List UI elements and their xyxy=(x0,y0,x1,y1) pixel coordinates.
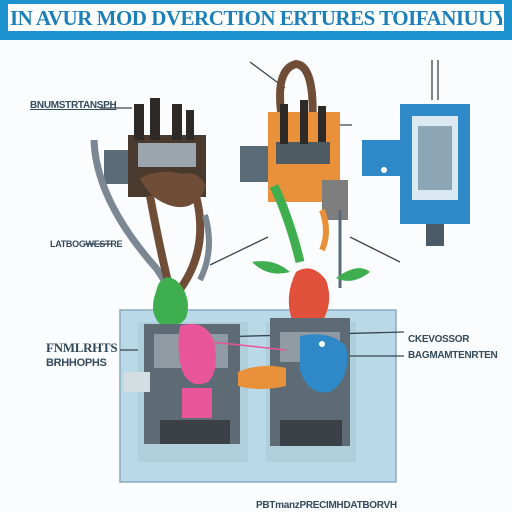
header-bar xyxy=(0,0,512,40)
relay-block-right-icon xyxy=(238,318,350,446)
title-strip xyxy=(8,4,504,31)
label-right-b: BAGMAMTENRTEN xyxy=(408,350,498,361)
center-valve-assembly-icon xyxy=(240,59,348,288)
red-pump-body xyxy=(288,268,330,328)
label-right-a: CKEVOSSOR xyxy=(408,334,470,345)
green-fitting-left xyxy=(153,277,188,327)
relay-block-left-icon xyxy=(124,324,240,444)
pink-leader-line xyxy=(211,341,287,351)
leaf-left xyxy=(252,261,290,274)
leaf-right xyxy=(336,268,370,281)
left-valve-assembly-icon xyxy=(90,98,212,295)
label-left-a: FNMLRHTS xyxy=(46,340,118,355)
label-mid-left: LATBOGWESTRE xyxy=(50,239,123,249)
label-left-b: BRHHOPHS xyxy=(46,357,107,369)
diagram-title: IN AVUR MOD DVERCTION ERTURES TOIFANIUUY xyxy=(10,6,502,30)
control-module-icon xyxy=(362,104,470,246)
label-bottom: PBTmanzPRECIMHDATBORVH xyxy=(256,500,397,511)
label-top-left: BNUMSTRTANSPH xyxy=(30,100,117,111)
